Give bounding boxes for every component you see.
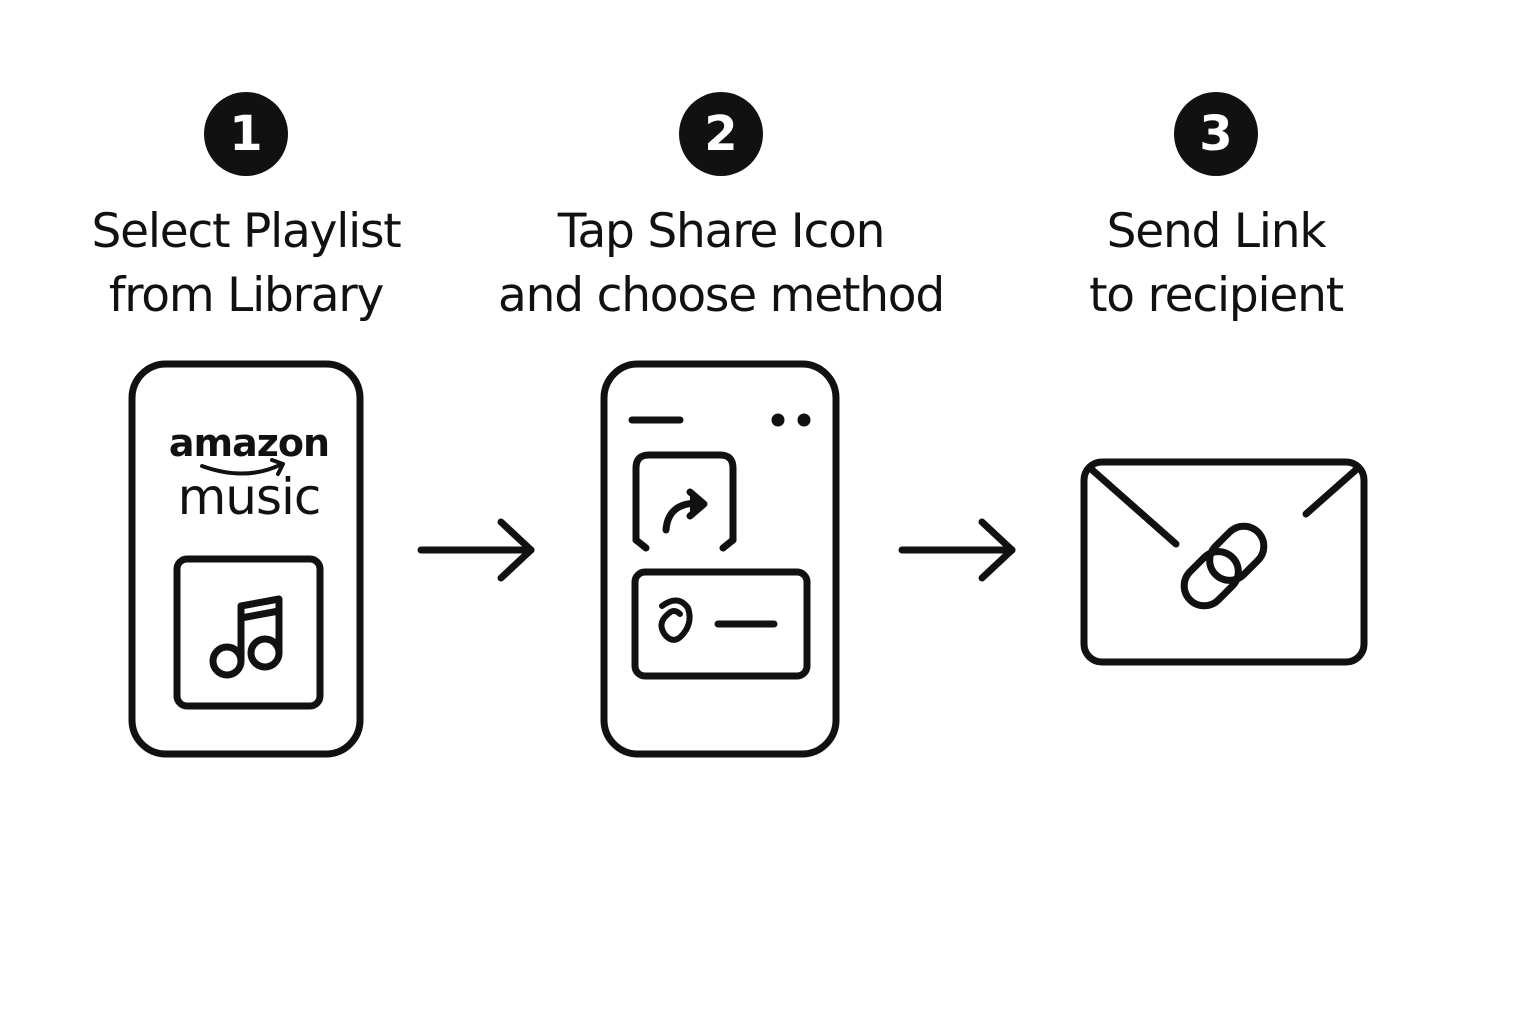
share-method-row xyxy=(631,568,811,680)
music-tile xyxy=(173,555,324,710)
envelope-flap-right xyxy=(1302,464,1362,518)
step-title-1-line-1: Select Playlist xyxy=(91,204,402,259)
step-title-1: Select Playlist from Library xyxy=(91,200,402,328)
status-dot-2 xyxy=(797,413,811,427)
phone-with-music-app-icon: amazon music xyxy=(128,360,364,758)
step-title-3: Send Link to recipient xyxy=(1089,200,1344,328)
arrow-right-icon-1 xyxy=(417,518,535,582)
step-number-2: 2 xyxy=(704,106,738,162)
amazon-smile xyxy=(200,462,284,476)
phone-body xyxy=(128,360,364,758)
link-icon xyxy=(1180,522,1268,610)
step-title-2: Tap Share Icon and choose method xyxy=(498,200,945,328)
arrow-right-icon-2 xyxy=(898,518,1016,582)
step-number-badge-3: 3 xyxy=(1174,92,1258,176)
step-title-2-line-1: Tap Share Icon xyxy=(557,204,886,259)
share-method-icon xyxy=(658,597,693,643)
status-dot-1 xyxy=(771,413,785,427)
step-2: 2 Tap Share Icon and choose method xyxy=(491,92,951,328)
envelope-body xyxy=(1080,458,1368,666)
phone-body xyxy=(600,360,840,758)
step-title-1-line-2: from Library xyxy=(108,268,384,323)
amazon-wordmark: amazon xyxy=(169,421,329,465)
amazon-smile-arrow xyxy=(270,458,285,476)
step-title-2-line-2: and choose method xyxy=(498,268,945,323)
step-1: 1 Select Playlist from Library xyxy=(16,92,476,328)
step-number-3: 3 xyxy=(1199,106,1233,162)
step-title-3-line-2: to recipient xyxy=(1089,268,1344,323)
music-wordmark: music xyxy=(178,468,321,526)
share-button xyxy=(632,451,737,552)
step-title-3-line-1: Send Link xyxy=(1106,204,1327,259)
step-3: 3 Send Link to recipient xyxy=(986,92,1446,328)
step-number-badge-2: 2 xyxy=(679,92,763,176)
step-number-1: 1 xyxy=(229,106,263,162)
step-number-badge-1: 1 xyxy=(204,92,288,176)
phone-with-share-menu-icon xyxy=(600,360,840,758)
music-note-icon xyxy=(209,595,283,679)
envelope-with-link-icon xyxy=(1080,458,1368,666)
envelope-flap-left xyxy=(1086,464,1180,548)
